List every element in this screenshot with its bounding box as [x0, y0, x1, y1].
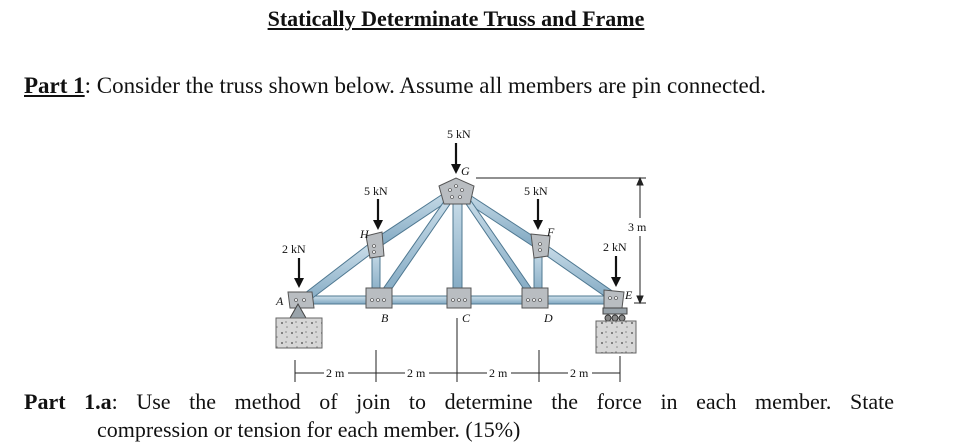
- load-arrow-E: [611, 256, 621, 287]
- height-dim-label: 3 m: [628, 220, 647, 234]
- gusset-F: [530, 233, 551, 259]
- pin-support-A: [275, 302, 323, 349]
- load-arrows: [294, 143, 621, 288]
- gusset-E: [603, 289, 625, 309]
- node-label-C: C: [462, 311, 471, 325]
- part1a-label: Part 1.a: [24, 389, 112, 414]
- load-label-H: 5 kN: [364, 184, 388, 198]
- document-title: Statically Determinate Truss and Frame: [0, 6, 912, 32]
- load-label-A: 2 kN: [282, 242, 306, 256]
- member-BG: [377, 189, 458, 301]
- load-label-F: 5 kN: [524, 184, 548, 198]
- span-label-DE: 2 m: [570, 366, 589, 380]
- gusset-A: [287, 291, 315, 309]
- document-title-text: Statically Determinate Truss and Frame: [267, 6, 645, 31]
- load-arrow-A: [294, 258, 304, 288]
- node-label-B: B: [381, 311, 389, 325]
- part1a-statement-line1: Part 1.a: Use the method of join to dete…: [24, 388, 894, 416]
- load-label-G: 5 kN: [447, 127, 471, 141]
- bolt-holes: [294, 184, 618, 302]
- gusset-B: [365, 287, 393, 309]
- gusset-plates: [287, 177, 625, 309]
- node-label-H: H: [359, 227, 370, 241]
- node-label-G: G: [461, 164, 470, 178]
- span-label-BC: 2 m: [407, 366, 426, 380]
- span-label-AB: 2 m: [326, 366, 345, 380]
- load-arrow-F: [533, 199, 543, 230]
- part1a-statement-line2: compression or tension for each member. …: [97, 417, 521, 442]
- span-dimension-line: [294, 318, 621, 382]
- roller-support-E: [595, 307, 637, 354]
- part1-text: : Consider the truss shown below. Assume…: [84, 73, 767, 98]
- node-label-A: A: [275, 294, 284, 308]
- height-dimension: [476, 176, 646, 305]
- gusset-G: [438, 177, 475, 205]
- span-label-CD: 2 m: [489, 366, 508, 380]
- member-GD: [457, 187, 539, 302]
- gusset-C: [446, 287, 472, 309]
- load-label-E: 2 kN: [603, 240, 627, 254]
- gusset-D: [521, 287, 549, 309]
- part1-statement: Part 1: Consider the truss shown below. …: [24, 73, 766, 99]
- node-label-E: E: [624, 288, 633, 302]
- member-GC: [452, 189, 463, 299]
- load-arrow-G: [451, 143, 461, 174]
- part1a-text-line1: : Use the method of join to determine th…: [111, 389, 894, 414]
- node-label-F: F: [546, 225, 555, 239]
- load-arrow-H: [373, 199, 383, 230]
- node-label-D: D: [543, 311, 553, 325]
- part1-label: Part 1: [24, 73, 85, 98]
